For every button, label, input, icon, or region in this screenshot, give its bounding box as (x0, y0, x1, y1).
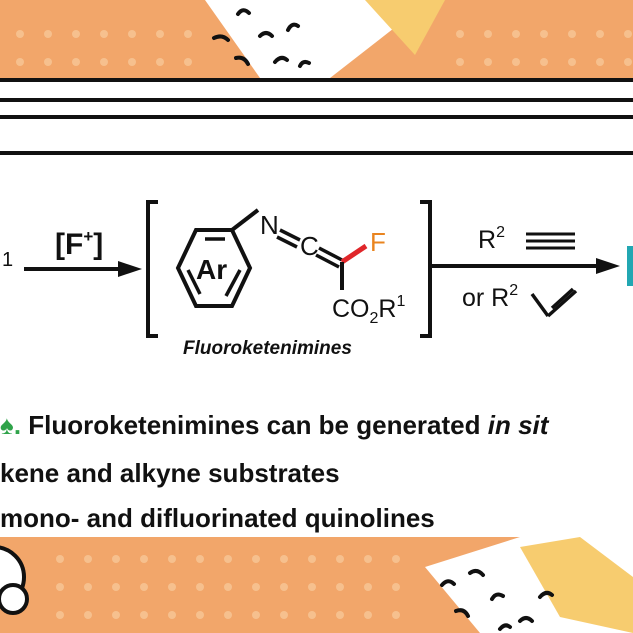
top-band-pattern (16, 0, 632, 78)
bottom-band-pattern (0, 537, 633, 633)
aromatic-bond (224, 269, 242, 297)
key-point-3: mono- and difluorinated quinolines (0, 503, 435, 533)
divider-line (0, 151, 633, 155)
cc-double-bond (315, 253, 340, 269)
aryl-label: Ar (196, 254, 227, 285)
arrowhead-right (596, 258, 620, 274)
bottom-decorative-band (0, 537, 633, 633)
intermediate-name: Fluoroketenimines (183, 338, 352, 359)
aromatic-bond (186, 269, 202, 295)
product-fragment (627, 246, 633, 286)
bullet-dot-icon: . (13, 410, 29, 440)
nc-double-bond (279, 228, 301, 242)
alkene-reagent: or R2 (462, 282, 518, 312)
right-bracket (420, 200, 432, 338)
fluorine-atom: F (370, 227, 386, 257)
reaction-scheme: 1 [F+] Ar N C F CO2R1 Fluoroketenimines … (2, 200, 633, 359)
carbon-fluorine-bond (340, 243, 368, 265)
spade-icon: ♠ (0, 410, 14, 440)
aryl-nitrogen-bond (230, 208, 260, 232)
nitrogen-atom: N (260, 210, 279, 240)
alkene-bond (530, 292, 550, 318)
nc-double-bond (276, 235, 298, 249)
cc-double-bond (318, 246, 343, 262)
key-point-1: ♠. Fluoroketenimines can be generated in… (0, 410, 549, 440)
alkene-bond (546, 289, 578, 318)
divider-line (0, 98, 633, 102)
left-fragment-label: 1 (2, 249, 13, 271)
alkyne-reagent: R2 (478, 224, 505, 254)
divider-line (0, 115, 633, 119)
arrowhead-left (118, 261, 142, 277)
top-decorative-band (0, 0, 633, 78)
key-point-2: kene and alkyne substrates (0, 458, 340, 488)
carbon-atom: C (300, 231, 319, 261)
divider-line (0, 78, 633, 82)
left-bracket (146, 200, 158, 338)
reagent-label: [F+] (55, 227, 103, 261)
alkene-bond (550, 287, 575, 310)
ester-group: CO2R1 (332, 293, 405, 327)
